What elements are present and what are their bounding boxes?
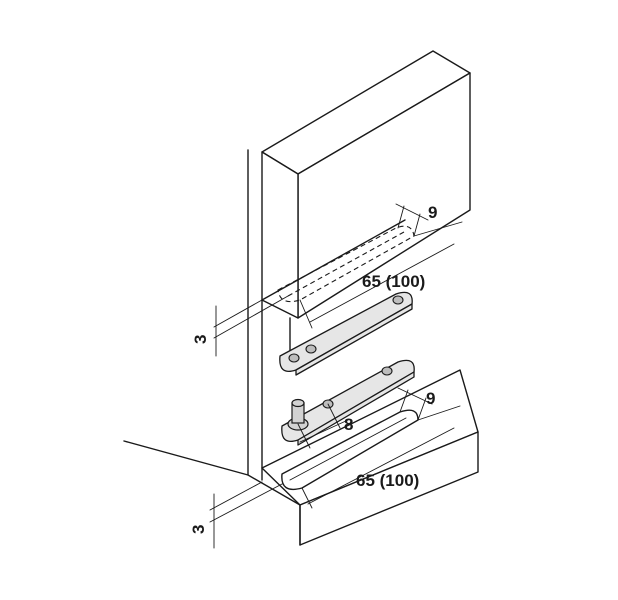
- pin-spacing-ext-2: [327, 403, 341, 429]
- bottom-plate-hole-2: [381, 366, 393, 376]
- floor-left-edge: [123, 440, 301, 506]
- pivot-pin-top: [291, 398, 305, 408]
- bottom-length-ext-2: [301, 487, 313, 509]
- bottom-slot-width-label: 9: [426, 389, 435, 408]
- top-offset-ext-2: [213, 295, 289, 339]
- bottom-width-arrow: [397, 387, 433, 405]
- top-plate-edge: [295, 303, 413, 376]
- pin-spacing-arrow: [299, 419, 349, 443]
- bottom-offset-ext-1: [209, 481, 263, 511]
- bottom-length-ext-1: [417, 405, 461, 421]
- top-length-dim-line: [309, 243, 455, 323]
- top-offset-ext-1: [213, 299, 263, 328]
- pin-spacing-ext-1: [297, 423, 311, 449]
- top-offset-label: 3: [191, 335, 210, 344]
- pin-spacing-dimension: 8: [297, 403, 353, 449]
- bottom-offset-label: 3: [189, 525, 208, 534]
- top-length-ext-1: [413, 221, 463, 237]
- floor-block: [123, 369, 479, 546]
- bottom-offset-ext-2: [209, 483, 283, 523]
- top-plate-hole-3: [392, 295, 404, 305]
- top-slot-width-label: 9: [428, 203, 437, 222]
- bottom-plate-edge: [297, 371, 415, 446]
- door-bottom-edge: [261, 219, 406, 301]
- top-slot-dimensions: 9 65 (100) 3: [191, 203, 463, 357]
- top-width-ext-2: [413, 213, 421, 237]
- top-width-arrow: [395, 203, 429, 221]
- frame-jamb: [247, 149, 291, 476]
- pin-spacing-label: 8: [344, 415, 353, 434]
- door-panel: [261, 50, 471, 319]
- top-width-ext-1: [397, 205, 405, 229]
- door-front-face: [261, 151, 299, 319]
- bottom-slot-length-label: 65 (100): [356, 471, 419, 490]
- floor-slot-inner: [289, 417, 407, 481]
- top-length-ext-2: [299, 299, 313, 329]
- top-slot-length-label: 65 (100): [362, 272, 425, 291]
- bottom-slot-dimensions: 9 65 (100) 3: [189, 387, 461, 549]
- bottom-width-ext-2: [417, 397, 427, 421]
- bottom-width-ext-1: [399, 389, 409, 413]
- top-plate-hole-1: [288, 353, 300, 363]
- top-hinge-plate: [279, 291, 413, 376]
- bottom-length-dim-line: [307, 427, 455, 505]
- top-plate-hole-2: [305, 344, 317, 354]
